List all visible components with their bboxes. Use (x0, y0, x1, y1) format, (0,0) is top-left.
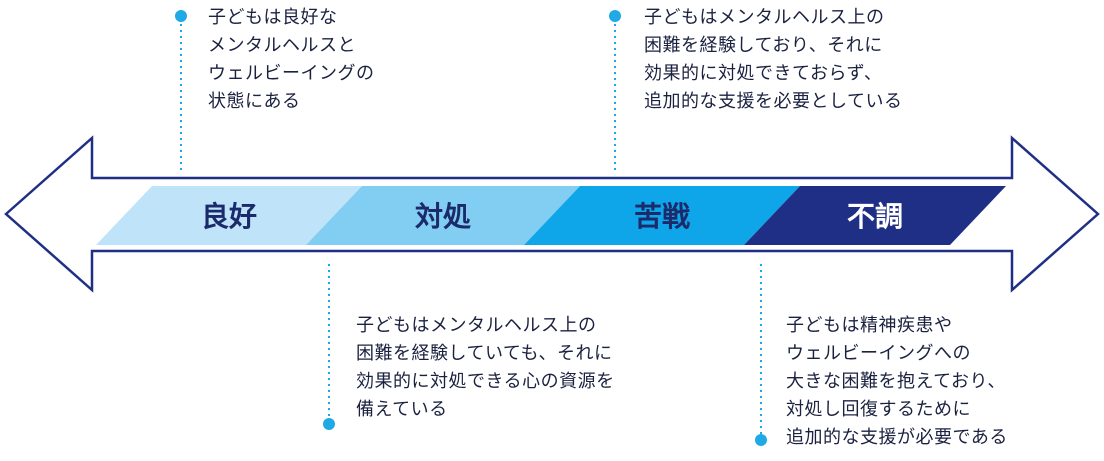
note-line: 対処し回復するために (786, 399, 971, 420)
segment-label-good: 良好 (201, 200, 257, 233)
note-struggling: 子どもはメンタルヘルス上の 困難を経験しており、それに 効果的に対処できておらず… (644, 4, 902, 116)
note-good: 子どもは良好な メンタルヘルスと ウェルビーイングの 状態にある (208, 4, 375, 116)
note-line: メンタルヘルスと (208, 35, 356, 56)
segment-unwell (744, 186, 1006, 245)
segment-label-unwell: 不調 (847, 200, 903, 233)
note-line: 子どもはメンタルヘルス上の (356, 315, 597, 336)
connector-dot-good (175, 10, 187, 22)
note-line: 備えている (356, 399, 448, 420)
note-line: 状態にある (208, 91, 301, 112)
connector-dot-struggling (609, 10, 621, 22)
segment-struggling (524, 186, 800, 245)
note-unwell: 子どもは精神疾患や ウェルビーイングへの 大きな困難を抱えており、 対処し回復す… (786, 312, 1008, 452)
note-line: 子どもは精神疾患や (786, 315, 953, 336)
segment-label-coping: 対処 (415, 200, 471, 233)
segment-coping (306, 186, 580, 245)
note-line: 効果的に対処できる心の資源を (356, 371, 615, 392)
note-line: 効果的に対処できておらず、 (644, 63, 883, 84)
note-line: ウェルビーイングの (208, 63, 375, 84)
note-line: 追加的な支援が必要である (786, 427, 1008, 448)
note-coping: 子どもはメンタルヘルス上の 困難を経験していても、それに 効果的に対処できる心の… (356, 312, 615, 424)
segment-good (96, 186, 362, 245)
note-line: 困難を経験しており、それに (644, 35, 883, 56)
note-line: 追加的な支援を必要としている (644, 91, 903, 112)
note-line: 困難を経験していても、それに (356, 343, 613, 364)
note-line: 子どもはメンタルヘルス上の (644, 7, 885, 28)
segment-label-struggling: 苦戦 (634, 200, 690, 233)
connector-dot-coping (323, 418, 335, 430)
note-line: 子どもは良好な (208, 7, 338, 28)
connector-dot-unwell (755, 434, 767, 446)
note-line: 大きな困難を抱えており、 (786, 371, 1006, 392)
note-line: ウェルビーイングへの (786, 343, 971, 364)
